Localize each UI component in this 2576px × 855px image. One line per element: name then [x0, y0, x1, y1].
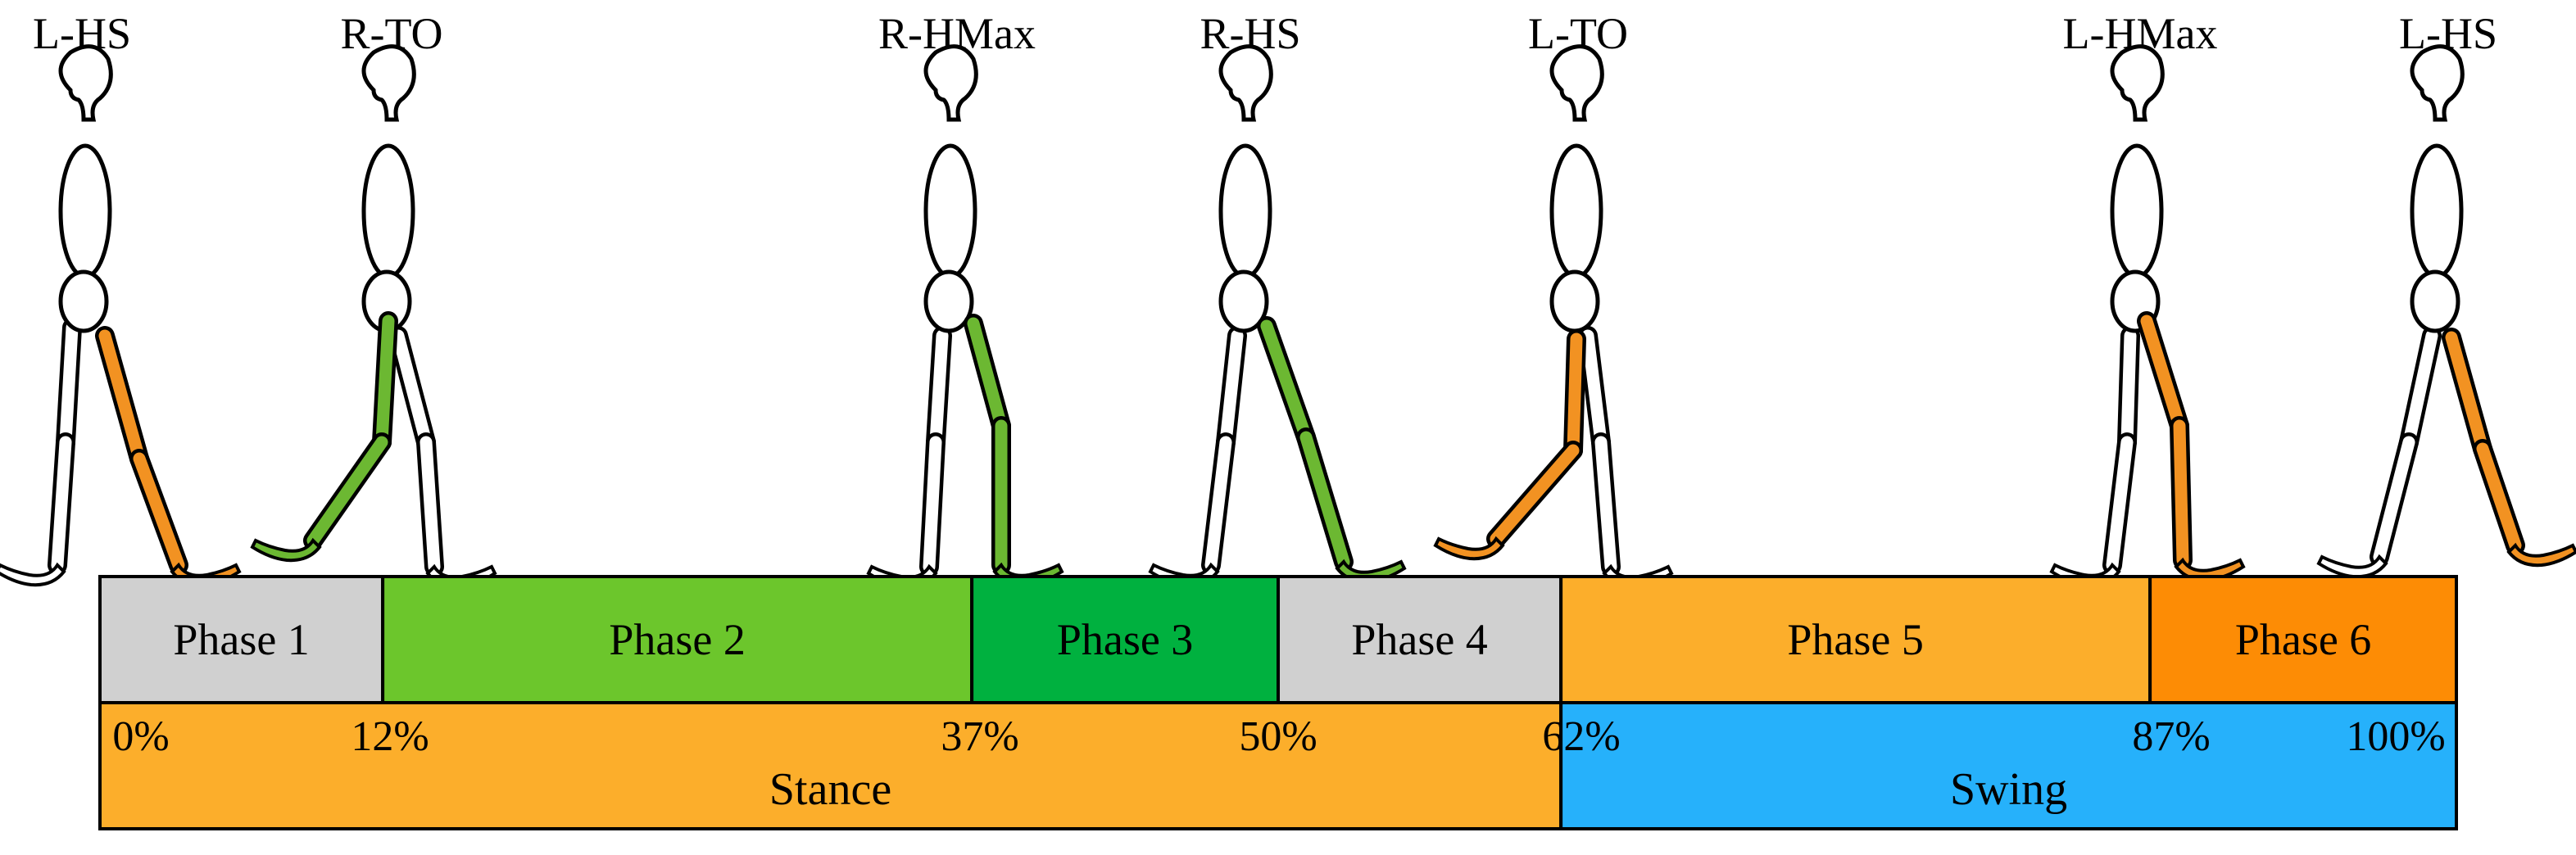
- left-leg-shank: [2173, 419, 2189, 567]
- white-leg-thigh: [929, 329, 949, 449]
- left-leg-shank: [1490, 444, 1580, 545]
- walking-figure: [2316, 44, 2576, 579]
- right-leg-thigh: [967, 317, 1008, 432]
- phase-segment: [2148, 575, 2459, 704]
- white-leg-thigh: [2120, 329, 2137, 449]
- right-leg-foot: [250, 537, 322, 563]
- left-leg-foot: [1433, 536, 1505, 561]
- white-leg-shank: [2106, 436, 2134, 572]
- percent-mark: 87%: [2132, 713, 2210, 760]
- pelvis: [923, 269, 974, 333]
- phase-segment: [381, 575, 974, 704]
- left-leg-shank: [133, 452, 185, 572]
- phase-segment: [1277, 575, 1563, 704]
- right-leg-shank: [306, 436, 388, 547]
- period-segment: [98, 701, 1563, 830]
- percent-mark: 0%: [112, 713, 169, 760]
- white-leg-shank: [923, 436, 942, 573]
- phase-label: Phase 5: [1787, 615, 1923, 664]
- white-leg-thigh: [1581, 329, 1608, 449]
- pelvis: [1218, 269, 1269, 333]
- right-leg-shank: [1299, 431, 1350, 568]
- head: [1549, 44, 1604, 122]
- head: [2110, 44, 2165, 122]
- percent-mark: 37%: [941, 713, 1018, 760]
- white-leg-shank: [420, 436, 441, 573]
- period-segment: [1559, 701, 2458, 830]
- phase-segment: [1559, 575, 2152, 704]
- left-leg-thigh: [98, 329, 146, 465]
- walking-figure: [250, 44, 497, 589]
- pelvis: [58, 269, 109, 333]
- phase-label: Phase 4: [1351, 615, 1487, 664]
- white-leg-thigh: [392, 329, 433, 449]
- percent-mark: 62%: [1542, 713, 1620, 760]
- phase-label: Phase 2: [609, 615, 745, 664]
- phase-label: Phase 3: [1057, 615, 1193, 664]
- head: [923, 44, 978, 122]
- head: [361, 44, 416, 122]
- head: [2410, 44, 2465, 122]
- white-leg-shank: [1594, 436, 1617, 573]
- walking-figure: [2049, 44, 2246, 587]
- white-leg-shank: [51, 436, 72, 572]
- walking-figure: [1433, 44, 1674, 589]
- white-leg-thigh: [59, 321, 79, 449]
- left-leg-thigh: [2445, 331, 2489, 455]
- right-leg-thigh: [1260, 319, 1313, 444]
- left-leg-thigh: [2140, 314, 2186, 432]
- white-leg-shank: [2373, 436, 2415, 563]
- period-label: Swing: [1950, 764, 2067, 815]
- head: [58, 44, 113, 122]
- white-leg-thigh: [1219, 329, 1244, 449]
- left-leg-shank: [2476, 442, 2522, 552]
- percent-mark: 12%: [351, 713, 429, 760]
- phase-label: Phase 1: [173, 615, 309, 664]
- pelvis: [2410, 269, 2460, 333]
- left-leg-thigh: [1567, 332, 1583, 457]
- white-leg-foot: [0, 562, 66, 587]
- head: [1218, 44, 1273, 122]
- walking-figure: [866, 44, 1064, 589]
- left-leg-foot: [2506, 542, 2576, 568]
- period-label: Stance: [769, 764, 891, 815]
- percent-mark: 50%: [1239, 713, 1317, 760]
- white-leg-shank: [1204, 436, 1232, 572]
- percent-mark: 100%: [2346, 713, 2445, 760]
- white-leg-thigh: [2402, 329, 2438, 449]
- phase-label: Phase 6: [2235, 615, 2371, 664]
- right-leg-thigh: [375, 314, 395, 449]
